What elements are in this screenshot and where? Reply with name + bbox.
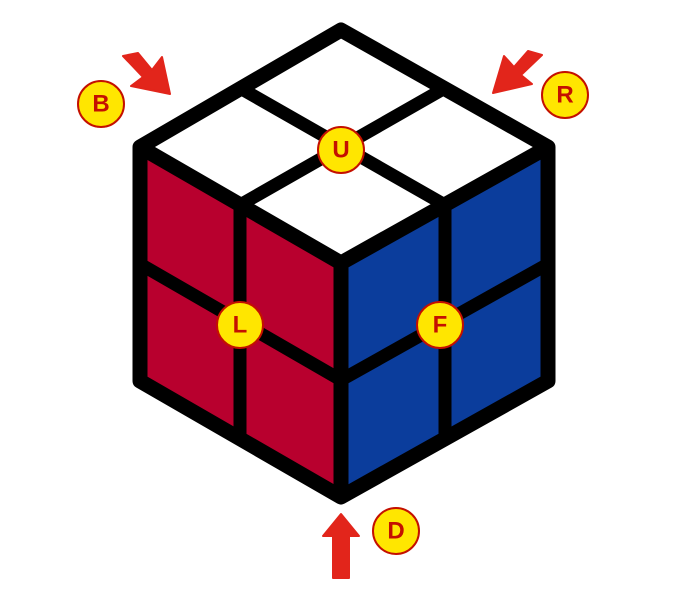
- label-d: D: [387, 518, 404, 545]
- badge-back: B: [77, 80, 125, 128]
- label-r: R: [556, 82, 573, 109]
- label-b: B: [92, 91, 109, 118]
- arrow-up-icon: [322, 513, 360, 579]
- cube: [132, 22, 556, 505]
- arrow-down-left-icon: [492, 50, 543, 94]
- badge-front: F: [416, 301, 464, 349]
- label-l: L: [233, 312, 248, 339]
- badge-up: U: [317, 126, 365, 174]
- label-f: F: [433, 312, 448, 339]
- label-u: U: [332, 137, 349, 164]
- badge-right: R: [541, 71, 589, 119]
- label-badges: U L F B R D: [77, 71, 589, 555]
- badge-left: L: [216, 301, 264, 349]
- arrow-down-right-icon: [122, 52, 171, 95]
- badge-down: D: [372, 507, 420, 555]
- arrows: [122, 50, 543, 579]
- cube-outline: [132, 22, 556, 505]
